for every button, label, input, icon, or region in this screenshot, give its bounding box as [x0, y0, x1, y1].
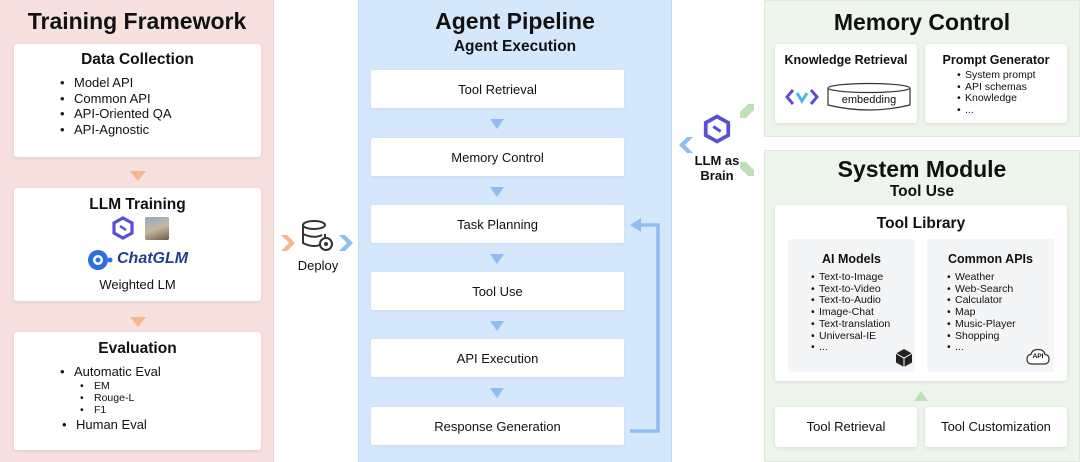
weighted-lm-label: Weighted LM [99, 277, 176, 292]
tool-customization-box: Tool Customization [925, 407, 1067, 447]
training-framework-title: Training Framework [27, 8, 247, 34]
list-item: System prompt [957, 69, 1067, 82]
list-item: Web-Search [947, 283, 1054, 296]
down-arrow-icon [130, 314, 146, 332]
data-collection-list: Model API Common API API-Oriented QA API… [58, 75, 261, 137]
list-item: Human Eval [60, 417, 261, 432]
evaluation-title: Evaluation [98, 340, 177, 357]
list-item: Common API [58, 91, 261, 107]
data-collection-title: Data Collection [81, 51, 194, 68]
down-arrow-icon [490, 119, 504, 129]
down-arrow-icon [490, 321, 504, 331]
llm-training-title: LLM Training [89, 196, 186, 213]
tool-library-title: Tool Library [876, 215, 966, 232]
down-arrow-icon [490, 187, 504, 197]
list-item: ... [811, 342, 915, 354]
list-item: Knowledge [957, 93, 1067, 105]
vector-logo-icon [785, 88, 819, 111]
common-apis-box: Common APIs Weather Web-Search Calculato… [927, 239, 1054, 372]
list-item: Model API [58, 75, 261, 91]
down-arrow-icon [130, 168, 146, 186]
api-icon-text: API [1032, 353, 1044, 360]
agent-pipeline-title: Agent Pipeline [435, 8, 595, 34]
deploy-label: Deploy [297, 258, 339, 273]
list-item: Automatic Eval [58, 364, 261, 379]
list-item: API-Agnostic [58, 122, 261, 138]
ai-models-box: AI Models Text-to-Image Text-to-Video Te… [788, 239, 915, 372]
brain-label: LLM as Brain [686, 153, 748, 183]
llm-training-card: LLM Training ChatGLM Weighted LM [14, 188, 261, 301]
list-item: F1 [78, 404, 261, 416]
agent-pipeline-subtitle: Agent Execution [453, 38, 577, 55]
memory-control-title: Memory Control [833, 9, 1011, 35]
list-item: Text-to-Image [811, 271, 915, 284]
tool-retrieval-box: Tool Retrieval [775, 407, 917, 447]
step-task-planning: Task Planning [371, 205, 624, 243]
list-item: Text-translation [811, 318, 915, 331]
embedding-database [826, 82, 912, 117]
deploy-arrow-left-icon [281, 235, 295, 256]
step-tool-retrieval: Tool Retrieval [371, 70, 624, 108]
step-memory-control: Memory Control [371, 138, 624, 176]
list-item: Music-Player [947, 318, 1054, 331]
common-apis-list: Weather Web-Search Calculator Map Music-… [947, 271, 1054, 354]
evaluation-list: Automatic Eval [58, 364, 261, 379]
embedding-label: embedding [841, 94, 897, 106]
step-response-generation: Response Generation [371, 407, 624, 445]
list-item: Universal-IE [811, 330, 915, 343]
api-cloud-icon [1026, 348, 1050, 371]
prompt-generator-list: System prompt API schemas Knowledge ... [957, 69, 1067, 117]
system-module-title: System Module [837, 156, 1007, 182]
list-item: ... [957, 104, 1067, 117]
list-item: EM [78, 380, 261, 392]
llama-photo-icon [145, 217, 169, 240]
prompt-generator-title: Prompt Generator [942, 53, 1050, 67]
brain-arrow-down-icon [740, 162, 754, 181]
down-arrow-icon [490, 388, 504, 398]
list-item: Map [947, 306, 1054, 319]
list-item: Rouge-L [78, 392, 261, 404]
ai-models-title: AI Models [821, 252, 882, 266]
cube-icon [895, 348, 913, 373]
list-item: Image-Chat [811, 306, 915, 319]
brain-label-line2: Brain [700, 168, 734, 183]
knowledge-retrieval-card: Knowledge Retrieval embedding [775, 44, 917, 123]
deploy-arrow-right-icon [339, 235, 353, 256]
feedback-loop-arrow-icon [630, 218, 660, 433]
list-item: API schemas [957, 81, 1067, 94]
data-collection-card: Data Collection Model API Common API API… [14, 44, 261, 157]
metric-list: EM Rouge-L F1 [78, 380, 261, 416]
step-api-execution: API Execution [371, 339, 624, 377]
system-module-subtitle: Tool Use [889, 183, 955, 200]
list-item: ... [947, 342, 1054, 354]
prompt-generator-card: Prompt Generator System prompt API schem… [925, 44, 1067, 123]
brain-label-line1: LLM as [694, 153, 740, 168]
step-tool-use: Tool Use [371, 272, 624, 310]
qwen-logo-icon [111, 216, 135, 245]
knowledge-retrieval-title: Knowledge Retrieval [784, 53, 908, 67]
list-item: API-Oriented QA [58, 106, 261, 122]
brain-arrow-up-icon [740, 104, 754, 123]
brain-arrow-left-icon [679, 137, 693, 158]
chatglm-label: ChatGLM [117, 250, 189, 267]
evaluation-card: Evaluation Automatic Eval EM Rouge-L F1 … [14, 332, 261, 450]
list-item: Text-to-Video [811, 283, 915, 296]
database-gear-icon [300, 218, 336, 259]
list-item: Text-to-Audio [811, 295, 915, 307]
human-eval-list: Human Eval [60, 417, 261, 432]
up-arrow-icon [914, 388, 928, 406]
ai-models-list: Text-to-Image Text-to-Video Text-to-Audi… [811, 271, 915, 354]
list-item: Weather [947, 271, 1054, 284]
common-apis-title: Common APIs [948, 252, 1033, 266]
tool-library-card: Tool Library AI Models Text-to-Image Tex… [775, 205, 1067, 381]
list-item: Calculator [947, 295, 1054, 307]
list-item: Shopping [947, 330, 1054, 343]
chatglm-logo-icon [86, 248, 114, 277]
down-arrow-icon [490, 254, 504, 264]
qwen-brain-icon [702, 114, 732, 149]
